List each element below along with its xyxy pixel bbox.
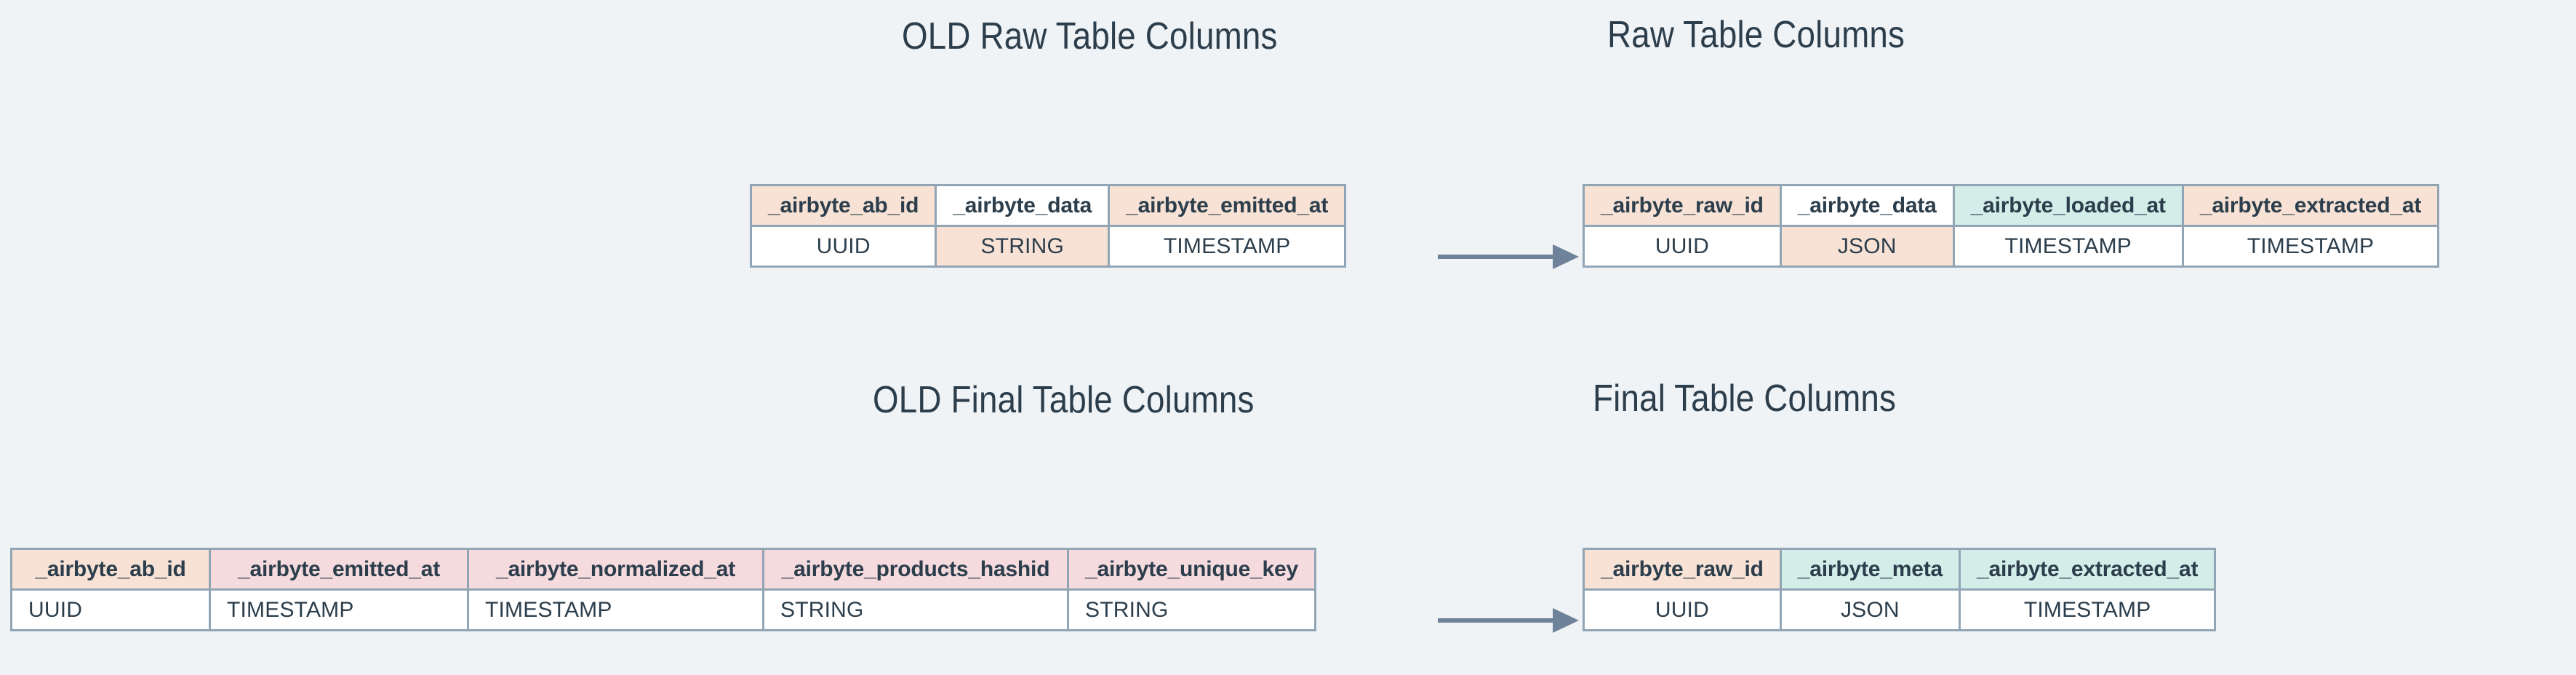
column-header-cell: _airbyte_loaded_at: [1952, 184, 2184, 227]
final-table-title: Final Table Columns: [1593, 378, 1897, 420]
arrow-old-final-to-final: [1438, 608, 1579, 633]
column-header-cell: _airbyte_raw_id: [1583, 184, 1782, 227]
table-header-row: _airbyte_ab_id_airbyte_emitted_at_airbyt…: [10, 548, 1317, 591]
column-header-cell: _airbyte_normalized_at: [467, 548, 764, 591]
column-type-cell: STRING: [935, 225, 1111, 268]
column-header-cell: _airbyte_extracted_at: [2181, 184, 2440, 227]
column-header-cell: _airbyte_ab_id: [10, 548, 211, 591]
column-type-cell: UUID: [10, 588, 211, 631]
column-type-cell: UUID: [1583, 225, 1782, 268]
column-header-cell: _airbyte_data: [1779, 184, 1955, 227]
arrow-old-raw-to-raw: [1438, 244, 1579, 269]
column-type-cell: UUID: [1583, 588, 1782, 631]
old-raw-table-title: OLD Raw Table Columns: [902, 15, 1278, 57]
column-type-cell: TIMESTAMP: [467, 588, 764, 631]
column-header-cell: _airbyte_data: [935, 184, 1111, 227]
column-type-cell: STRING: [762, 588, 1069, 631]
final-table: _airbyte_raw_id_airbyte_meta_airbyte_ext…: [1583, 548, 2217, 631]
column-header-cell: _airbyte_meta: [1779, 548, 1961, 591]
old-final-table-title: OLD Final Table Columns: [873, 379, 1255, 421]
table-header-row: _airbyte_raw_id_airbyte_data_airbyte_loa…: [1583, 184, 2440, 227]
column-type-cell: STRING: [1066, 588, 1317, 631]
column-header-cell: _airbyte_products_hashid: [762, 548, 1069, 591]
table-header-row: _airbyte_ab_id_airbyte_data_airbyte_emit…: [749, 184, 1347, 227]
column-type-cell: TIMESTAMP: [1958, 588, 2217, 631]
raw-table-title: Raw Table Columns: [1607, 14, 1905, 56]
column-header-cell: _airbyte_unique_key: [1066, 548, 1317, 591]
column-header-cell: _airbyte_emitted_at: [209, 548, 469, 591]
column-type-cell: TIMESTAMP: [1952, 225, 2184, 268]
column-header-cell: _airbyte_raw_id: [1583, 548, 1782, 591]
column-header-cell: _airbyte_ab_id: [749, 184, 937, 227]
old-raw-table: _airbyte_ab_id_airbyte_data_airbyte_emit…: [749, 184, 1347, 268]
column-header-cell: _airbyte_emitted_at: [1108, 184, 1347, 227]
column-type-cell: TIMESTAMP: [209, 588, 469, 631]
column-type-cell: JSON: [1779, 225, 1955, 268]
raw-table: _airbyte_raw_id_airbyte_data_airbyte_loa…: [1583, 184, 2440, 268]
column-header-cell: _airbyte_extracted_at: [1958, 548, 2217, 591]
old-final-table: _airbyte_ab_id_airbyte_emitted_at_airbyt…: [10, 548, 1317, 631]
column-type-cell: TIMESTAMP: [1108, 225, 1347, 268]
column-type-cell: JSON: [1779, 588, 1961, 631]
table-header-row: _airbyte_raw_id_airbyte_meta_airbyte_ext…: [1583, 548, 2217, 591]
column-type-cell: TIMESTAMP: [2181, 225, 2440, 268]
column-type-cell: UUID: [749, 225, 937, 268]
